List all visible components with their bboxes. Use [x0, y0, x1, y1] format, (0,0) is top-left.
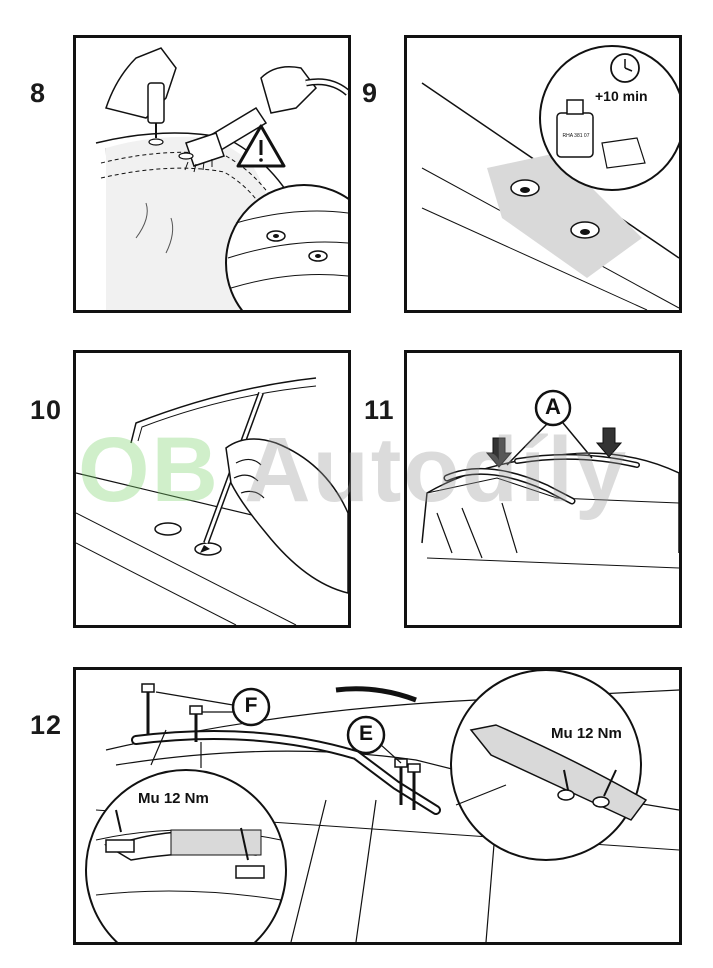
step-12-panel: F E Mu 12 Nm Mu 12 Nm [73, 667, 682, 945]
step-9-illustration [421, 45, 679, 310]
step-11-panel: A [404, 350, 682, 628]
step-10-panel [73, 350, 351, 628]
callout-f: F [244, 694, 258, 717]
arrow-down-icon [595, 427, 623, 458]
can-label: RHA 381 07 [562, 133, 590, 139]
step-9-number: 9 [362, 78, 379, 108]
torque-label-left: Mu 12 Nm [138, 790, 209, 807]
step-8-illustration [95, 47, 348, 310]
step-10-illustration [76, 377, 348, 625]
step-12-number: 12 [30, 710, 63, 740]
torque-label-right: Mu 12 Nm [551, 725, 622, 742]
callout-a: A [545, 394, 561, 419]
step-8-number: 8 [30, 78, 47, 108]
step-11-illustration [421, 389, 679, 569]
arrow-down-icon [485, 437, 513, 468]
step-9-panel: +10 min RHA 381 07 [404, 35, 682, 313]
step-12-illustration [85, 670, 679, 942]
step-11-number: 11 [364, 395, 395, 425]
timer-label: +10 min [595, 88, 648, 104]
step-8-panel [73, 35, 351, 313]
step-10-number: 10 [30, 395, 63, 425]
callout-e: E [358, 722, 373, 745]
